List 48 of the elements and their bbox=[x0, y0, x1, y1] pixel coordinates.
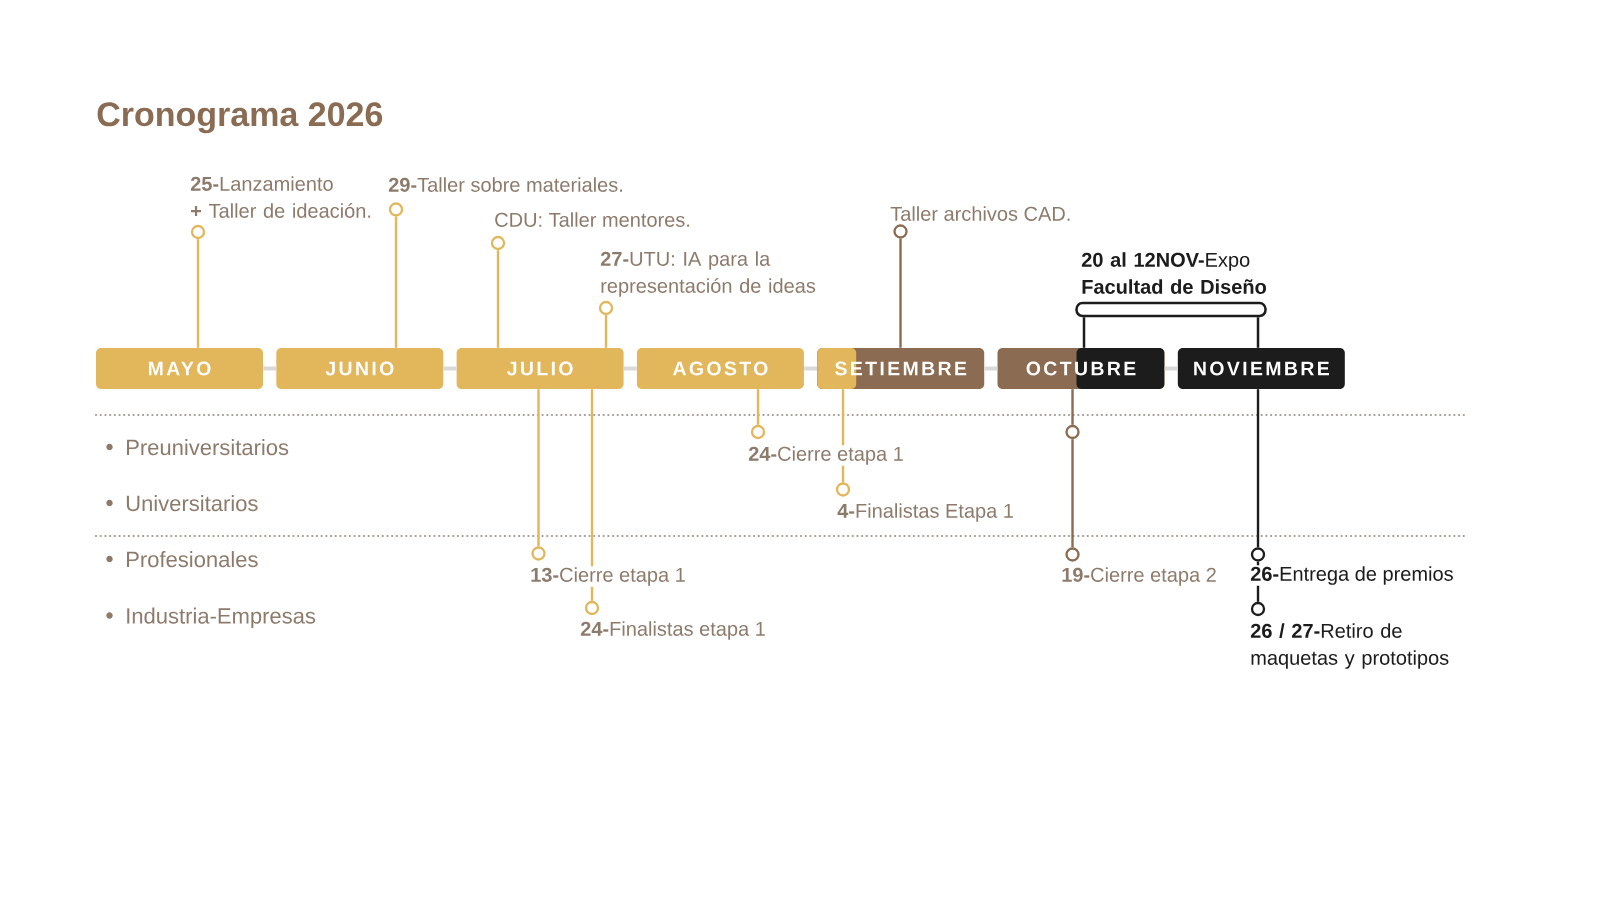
event-label: 20 al 12NOV-Expo Facultad de Diseño bbox=[1081, 252, 1266, 294]
bracket-leg bbox=[1082, 317, 1086, 348]
leader-line bbox=[537, 389, 540, 547]
timeline-track bbox=[1164, 366, 1178, 371]
month-bar: NOVIEMBRE bbox=[1177, 348, 1345, 389]
leader-line bbox=[1071, 439, 1074, 548]
month-bar: MAYO bbox=[96, 348, 263, 389]
ring-marker bbox=[1065, 424, 1080, 440]
event-label: 26-Entrega de premios bbox=[1249, 565, 1455, 586]
ring-marker bbox=[750, 424, 766, 440]
title: Cronograma 2026 bbox=[97, 102, 383, 134]
timeline-track bbox=[804, 366, 817, 371]
leader-line bbox=[196, 239, 200, 348]
leader-line bbox=[394, 216, 398, 348]
event-label: 24-Finalistas etapa 1 bbox=[580, 621, 765, 640]
timeline-track bbox=[984, 366, 998, 371]
leader-line bbox=[496, 250, 500, 348]
event-label: 25-Lanzamiento + Taller de ideación. bbox=[190, 176, 371, 218]
timeline-track bbox=[623, 366, 637, 371]
bracket-leg bbox=[1256, 317, 1260, 348]
lane-label: Industria-Empresas bbox=[127, 607, 316, 629]
lane-label: Preuniversitarios bbox=[127, 439, 289, 456]
event-label: 13-Cierre etapa 1 bbox=[529, 566, 687, 587]
ring-marker bbox=[1250, 547, 1266, 562]
event-label: 29-Taller sobre materiales. bbox=[388, 177, 622, 192]
event-label: 27-UTU: IA para la representación de ideas bbox=[600, 251, 816, 297]
leader-line bbox=[1256, 389, 1260, 548]
timeline-track bbox=[443, 366, 457, 371]
month-bar: SETIEMBRE bbox=[817, 348, 985, 389]
ring-marker bbox=[531, 546, 546, 561]
leader-line bbox=[590, 389, 594, 601]
leader-line bbox=[1071, 389, 1074, 425]
leader-line bbox=[899, 238, 902, 348]
lane-label: Profesionales bbox=[127, 551, 258, 568]
lane-label: Universitarios bbox=[126, 495, 258, 512]
timeline-track bbox=[263, 366, 277, 371]
event-label: 26 / 27-Retiro de maquetas y prototipos bbox=[1250, 623, 1449, 669]
month-bar: JULIO bbox=[456, 348, 624, 389]
leader-line bbox=[756, 389, 760, 425]
event-label: 19-Cierre etapa 2 bbox=[1062, 567, 1216, 586]
month-bar: AGOSTO bbox=[636, 348, 804, 389]
event-label: CDU: Taller mentores. bbox=[495, 212, 690, 227]
event-label: 24-Cierre etapa 1 bbox=[747, 445, 905, 466]
event-label: Taller archivos CAD. bbox=[890, 206, 1070, 221]
leader-line bbox=[604, 315, 608, 348]
event-label: 4-Finalistas Etapa 1 bbox=[837, 503, 1013, 522]
month-bar: JUNIO bbox=[276, 348, 444, 389]
month-bar: OCTUBRE bbox=[997, 348, 1165, 389]
